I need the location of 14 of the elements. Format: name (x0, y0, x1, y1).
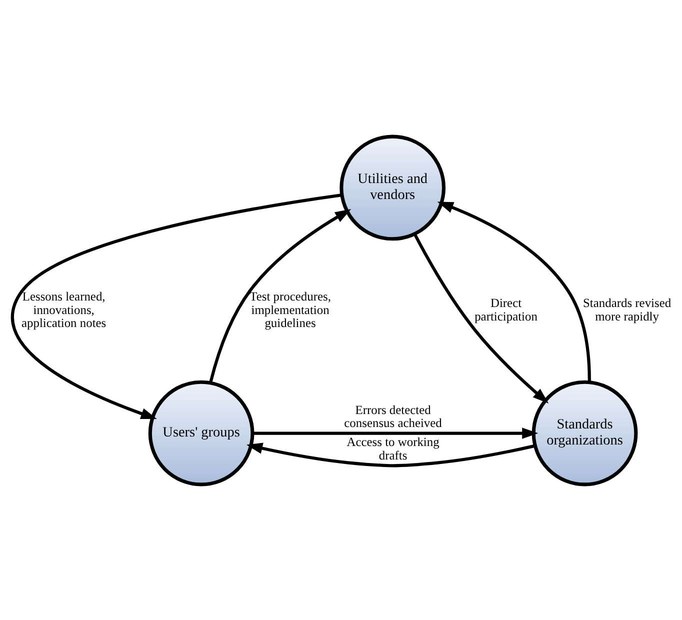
arrow (252, 427, 538, 438)
arrow (246, 442, 536, 467)
edge-label: Errors detected consensus acheived (344, 402, 442, 430)
arrow (11, 192, 342, 419)
node-circle: Utilities and vendors (340, 134, 446, 240)
arrow (437, 201, 591, 382)
edge-label: Direct participation (474, 296, 538, 323)
arrow (208, 208, 352, 383)
arrow (413, 232, 549, 404)
node-circle: Users' groups (148, 380, 254, 486)
edge-label: Standards revised more rapidly (583, 296, 672, 323)
edge-label: Test procedures, implementation guidelines (250, 288, 331, 330)
edge-label: Access to working drafts (346, 434, 440, 462)
edge-label: Lessons learned, innovations, application notes (22, 288, 106, 330)
